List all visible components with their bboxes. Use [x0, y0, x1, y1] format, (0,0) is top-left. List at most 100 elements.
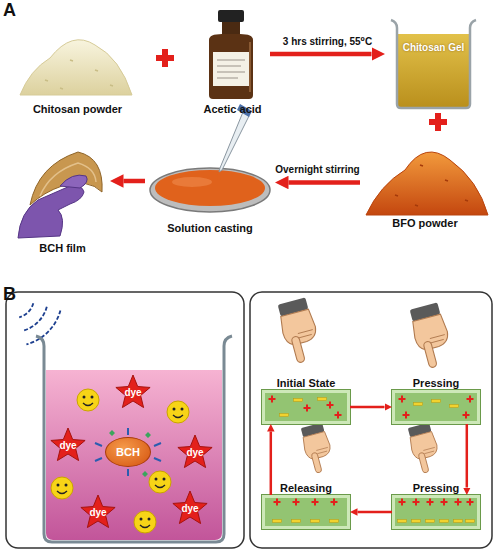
charge-symbols: [412, 520, 421, 523]
smiley-molecule: [148, 518, 151, 521]
charge-symbols: [293, 499, 300, 506]
charge-symbols: [331, 499, 338, 506]
bfo-powder-pile: [366, 152, 488, 215]
plus-sign: [162, 49, 168, 67]
bch-film-photo: [18, 186, 84, 238]
charge-symbols: [441, 499, 448, 506]
petri-dish: [150, 168, 270, 212]
panel-frame: [6, 292, 244, 548]
smiley-molecule: [83, 403, 93, 406]
charge-symbols: [269, 396, 475, 523]
bfo-powder-pile: [395, 165, 468, 206]
pipette: [217, 174, 221, 180]
bfo-powder-pile: [366, 152, 488, 215]
panel-frame: [250, 292, 492, 548]
dye-label: dye: [114, 375, 152, 411]
plus-sign: [435, 113, 441, 131]
charge-symbols: [304, 405, 311, 412]
smiley-molecule: [91, 396, 94, 399]
adsorbed-dye-marks: [95, 428, 161, 476]
beaker-label: Chitosan Gel: [385, 42, 482, 54]
smiley-molecule: [51, 389, 189, 533]
dye-beaker: [46, 370, 222, 540]
process-arrow: [350, 406, 385, 409]
charge-symbols: [312, 499, 319, 506]
charge-symbols: [440, 520, 449, 523]
charge-symbols: [427, 499, 434, 506]
item-caption: Chitosan powder: [15, 103, 140, 116]
process-arrow: [270, 52, 372, 57]
material-item: Chitosan powder: [15, 20, 140, 116]
petri-dish: [150, 168, 270, 212]
charge-symbols: [455, 499, 462, 506]
process-arrow: [124, 179, 146, 184]
dye-star: dye: [176, 435, 214, 469]
charge-symbols: [466, 520, 475, 523]
charge-symbols: [292, 520, 301, 523]
charge-symbols: [274, 499, 281, 506]
beaker-outline: [385, 12, 482, 112]
state-label: Pressing: [413, 377, 459, 389]
charge-symbols: [432, 400, 441, 403]
smiley-molecule: [140, 525, 150, 528]
smiley-molecule: [173, 415, 183, 418]
chitosan-powder-pile: [45, 60, 113, 89]
smiley-molecule: [173, 408, 176, 411]
process-arrow: [270, 432, 273, 496]
acid-bottle: [209, 34, 253, 99]
charge-symbols: [269, 396, 276, 403]
material-item: Acetic acid: [195, 8, 270, 116]
charge-symbols: [463, 412, 470, 419]
connector-group: [124, 54, 467, 512]
panel-frame: [6, 292, 492, 548]
item-caption: BCH film: [15, 242, 110, 255]
finger-hand: [276, 297, 324, 365]
smiley-molecule: [149, 471, 171, 493]
state-box: Initial State: [262, 390, 350, 424]
chitosan-powder-pile: [20, 40, 132, 95]
dye-star: dye: [171, 491, 209, 525]
state-box: Pressing: [392, 390, 480, 424]
panel-label: A: [3, 0, 16, 20]
smiley-molecule: [65, 484, 68, 487]
process-arrow: [289, 180, 361, 185]
edge-label: Overnight stirring: [275, 164, 359, 176]
smiley-molecule: [77, 389, 99, 411]
process-arrow: [358, 511, 393, 514]
ultrasound-waves: [19, 303, 33, 317]
item-caption: Solution casting: [145, 222, 275, 235]
gel-beaker: Chitosan Gel: [385, 12, 482, 112]
charge-symbols: [450, 405, 459, 408]
plus-sign: [156, 49, 174, 67]
material-item: Solution casting: [145, 130, 275, 235]
acid-bottle: [213, 52, 249, 86]
charge-symbols: [467, 396, 474, 403]
smiley-molecule: [163, 478, 166, 481]
dye-label: dye: [171, 491, 209, 527]
charge-symbols: [398, 520, 407, 523]
panel-label: B: [3, 284, 16, 304]
particle-label: BCH: [106, 438, 150, 466]
charge-symbols: [311, 520, 320, 523]
charge-symbols: [467, 499, 474, 506]
bch-particle: BCH: [105, 437, 151, 467]
process-arrow: [466, 424, 469, 488]
smiley-molecule: [51, 477, 73, 499]
smiley-molecule: [181, 408, 184, 411]
charge-symbols: [294, 399, 303, 402]
pipette: [219, 112, 249, 172]
acid-bottle: [218, 10, 244, 22]
smiley-molecule: [77, 389, 99, 411]
acid-bottle: [249, 42, 251, 92]
charge-symbols: [413, 499, 420, 506]
dye-beaker: [36, 336, 232, 542]
smiley-molecule: [149, 471, 171, 493]
petri-dish: [155, 170, 265, 206]
state-label: Pressing: [413, 482, 459, 494]
finger-hand: [299, 422, 336, 475]
pipette: [217, 104, 252, 180]
